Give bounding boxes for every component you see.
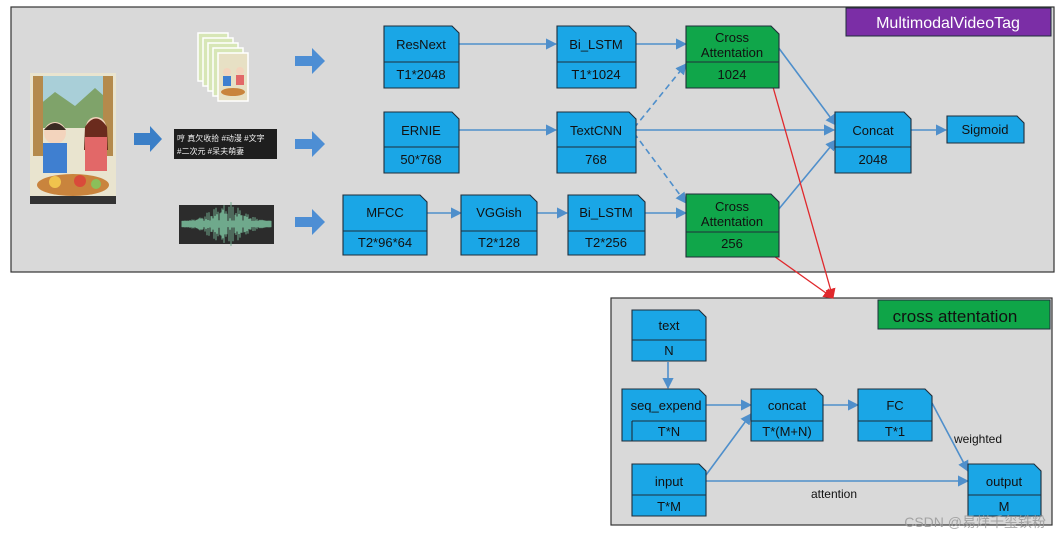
edge-input-concat <box>705 413 752 476</box>
node-input-dim: T*M <box>657 499 681 514</box>
edge-label-weighted: weighted <box>953 432 1002 446</box>
node-seq-expend: seq_expend T*N <box>621 388 707 442</box>
node-mfcc-dim: T2*96*64 <box>358 235 412 250</box>
node-cross1-name-2: Attentation <box>701 45 763 60</box>
node-output-name: output <box>986 474 1023 489</box>
node-cross1-dim: 1024 <box>718 67 747 82</box>
node-fc-dim: T*1 <box>885 424 905 439</box>
node-input: input T*M <box>631 463 707 517</box>
node-concat-main-name: Concat <box>852 123 894 138</box>
audio-waveform-image <box>179 202 274 246</box>
node-mfcc-name: MFCC <box>366 205 404 220</box>
node-vggish-name: VGGish <box>476 205 522 220</box>
node-ernie-dim: 50*768 <box>400 152 441 167</box>
node-concat: concat T*(M+N) <box>750 388 824 442</box>
node-seq-expend-name: seq_expend <box>631 398 702 413</box>
block-arrow-frames <box>295 48 325 74</box>
node-input-name: input <box>655 474 684 489</box>
node-output-dim: M <box>999 499 1010 514</box>
node-text: text N <box>631 309 707 362</box>
node-bilstm2-dim: T2*256 <box>585 235 627 250</box>
main-title-badge: MultimodalVideoTag <box>845 7 1052 37</box>
edge-textcnn-cross1 <box>633 63 687 129</box>
text-caption-image: 哼 真欠收拾 #动漫 #文字 #二次元 #呆夫萌妻 <box>174 129 277 159</box>
caption-line-1: 哼 真欠收拾 #动漫 #文字 <box>177 133 265 143</box>
node-textcnn: TextCNN 768 <box>556 111 637 174</box>
block-arrow-video <box>134 126 162 152</box>
node-fc: FC T*1 <box>857 388 933 442</box>
node-ernie: ERNIE 50*768 <box>383 111 460 174</box>
node-ernie-name: ERNIE <box>401 123 441 138</box>
node-vggish: VGGish T2*128 <box>460 194 538 256</box>
node-concat-dim: T*(M+N) <box>762 424 811 439</box>
node-mfcc: MFCC T2*96*64 <box>342 194 428 256</box>
edge-red-cross1-detail <box>772 86 836 300</box>
edge-fc-output <box>931 402 969 472</box>
edge-label-attention: attention <box>811 487 857 501</box>
video-frames-stack <box>197 32 249 102</box>
block-arrow-text <box>295 131 325 157</box>
node-bilstm2: Bi_LSTM T2*256 <box>567 194 646 256</box>
node-concat-main: Concat 2048 <box>834 111 912 174</box>
node-bilstm2-name: Bi_LSTM <box>579 205 632 220</box>
node-concat-main-dim: 2048 <box>859 152 888 167</box>
node-textcnn-name: TextCNN <box>570 123 622 138</box>
node-sigmoid-name: Sigmoid <box>962 122 1009 137</box>
node-vggish-dim: T2*128 <box>478 235 520 250</box>
edge-textcnn-cross2 <box>633 132 687 204</box>
video-thumbnail <box>30 73 116 204</box>
cross-title-badge: cross attentation <box>877 299 1051 330</box>
node-resnext-name: ResNext <box>396 37 446 52</box>
watermark: CSDN @易烊千玺铁粉 <box>904 514 1046 530</box>
node-fc-name: FC <box>886 398 903 413</box>
node-bilstm1: Bi_LSTM T1*1024 <box>556 25 637 89</box>
node-cross1: Cross Attentation 1024 <box>685 25 780 89</box>
node-textcnn-dim: 768 <box>585 152 607 167</box>
block-arrow-audio <box>295 209 325 235</box>
edge-cross1-concat <box>777 46 837 126</box>
node-concat-name: concat <box>768 398 807 413</box>
node-resnext: ResNext T1*2048 <box>383 25 460 89</box>
node-text-name: text <box>659 318 680 333</box>
node-cross2-name-2: Attentation <box>701 214 763 229</box>
node-sigmoid: Sigmoid <box>946 115 1025 144</box>
node-cross2: Cross Attentation 256 <box>685 193 780 258</box>
main-title: MultimodalVideoTag <box>876 15 1020 32</box>
node-bilstm1-dim: T1*1024 <box>571 67 620 82</box>
node-resnext-dim: T1*2048 <box>396 67 445 82</box>
node-text-dim: N <box>664 343 673 358</box>
node-seq-expend-dim: T*N <box>658 424 680 439</box>
edge-cross2-concat <box>777 139 837 211</box>
node-bilstm1-name: Bi_LSTM <box>569 37 622 52</box>
node-cross2-name-1: Cross <box>715 199 749 214</box>
cross-title: cross attentation <box>893 307 1018 326</box>
node-cross1-name-1: Cross <box>715 30 749 45</box>
caption-line-2: #二次元 #呆夫萌妻 <box>177 146 244 156</box>
node-output: output M <box>967 463 1042 517</box>
node-cross2-dim: 256 <box>721 236 743 251</box>
